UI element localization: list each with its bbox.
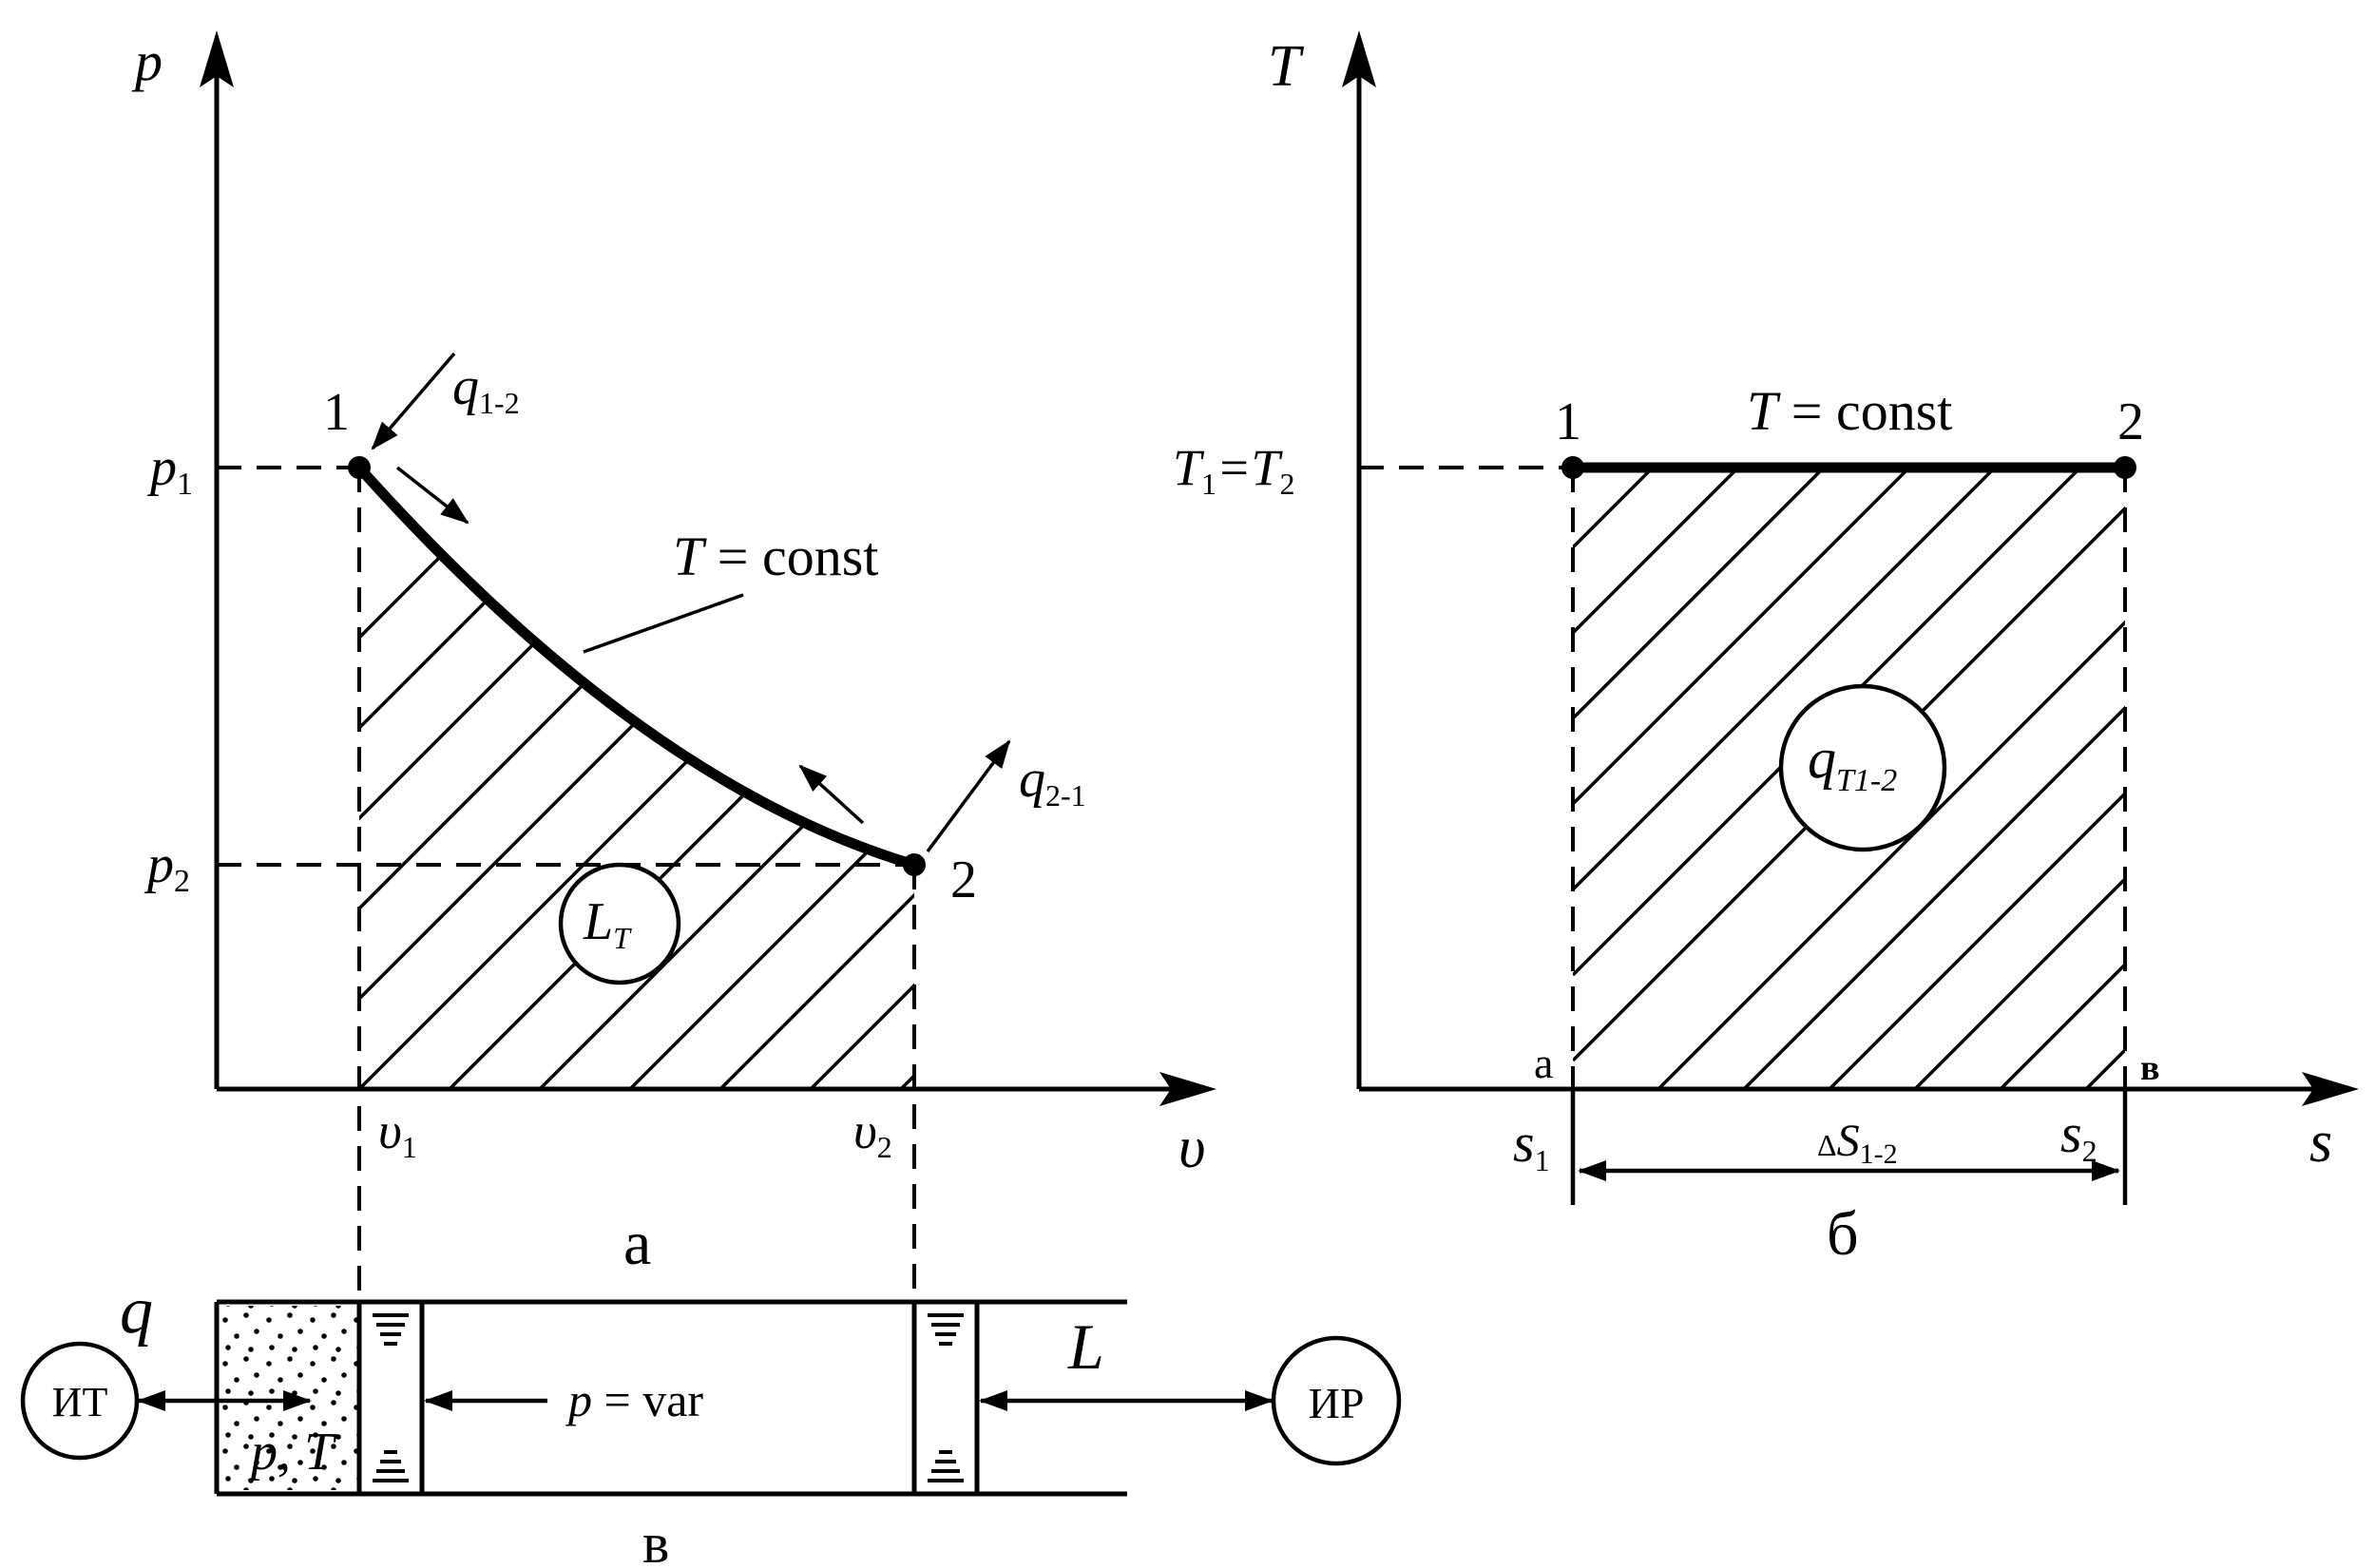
heat-label: q bbox=[120, 1274, 153, 1348]
ts-axis-label-T: T bbox=[1268, 34, 1305, 99]
pv-diagram: p υ p1 p2 υ1 υ2 1 2 bbox=[131, 30, 1216, 1302]
ts-x-axis-arrow-icon bbox=[2302, 1072, 2359, 1106]
corner-a-label: а bbox=[1534, 1039, 1553, 1087]
work-label: L bbox=[1067, 1310, 1104, 1383]
ts-heat-area-hatch bbox=[1573, 468, 2125, 1089]
ts-y-axis-arrow-icon bbox=[1342, 30, 1376, 87]
ts-point-1-label: 1 bbox=[1555, 392, 1581, 451]
p1-label: p1 bbox=[146, 438, 193, 502]
pv-y-axis-arrow-icon bbox=[200, 30, 234, 87]
pv-point-1-label: 1 bbox=[323, 383, 350, 442]
ts-axis-label-s: s bbox=[2309, 1110, 2332, 1175]
work-receiver-circle bbox=[1271, 1335, 1402, 1466]
work-area-circle bbox=[558, 862, 681, 985]
isotherm-label: T = const bbox=[673, 526, 878, 587]
ts-caption: б bbox=[1827, 1199, 1859, 1269]
pressure-label: p = var bbox=[565, 1373, 703, 1426]
heat-area-label: qT1-2 bbox=[1808, 727, 1897, 798]
pv-x-axis-arrow-icon bbox=[1159, 1072, 1216, 1106]
t-level-label: T1=T2 bbox=[1173, 439, 1295, 501]
v2-label: υ2 bbox=[853, 1102, 892, 1164]
pv-point-2-label: 2 bbox=[950, 851, 977, 909]
ts-diagram: T s T1=T2 1 2 bbox=[1173, 30, 2359, 1269]
piston-right bbox=[911, 1299, 980, 1497]
gas-state-label: p, T bbox=[247, 1423, 337, 1482]
p2-label: p2 bbox=[144, 835, 190, 899]
ts-isotherm-label: T = const bbox=[1747, 380, 1952, 442]
ts-point-2 bbox=[2114, 456, 2136, 479]
expansion-direction-arrow-icon bbox=[395, 466, 469, 525]
work-receiver-label: ИР bbox=[1309, 1379, 1365, 1427]
q21-arrow-icon bbox=[926, 739, 1011, 853]
compression-direction-arrow-icon bbox=[798, 764, 865, 825]
pv-axis-label-v: υ bbox=[1178, 1116, 1205, 1180]
q12-arrow-icon bbox=[371, 352, 456, 450]
isotherm-curve bbox=[354, 462, 920, 870]
cylinder-caption: в bbox=[642, 1512, 669, 1568]
pv-point-1 bbox=[348, 456, 371, 479]
piston-left bbox=[356, 1299, 425, 1497]
pv-work-area-hatch bbox=[359, 468, 914, 1089]
v1-label: υ1 bbox=[378, 1102, 417, 1164]
heat-area-circle bbox=[1778, 683, 1947, 852]
pv-point-2 bbox=[903, 853, 926, 876]
q21-label: q2-1 bbox=[1019, 750, 1086, 813]
q12-label: q1-2 bbox=[452, 357, 520, 420]
work-area-label: LT bbox=[583, 892, 632, 955]
s1-label: s1 bbox=[1513, 1112, 1550, 1177]
ts-point-1 bbox=[1561, 456, 1584, 479]
corner-b-label: в bbox=[2140, 1048, 2160, 1088]
heat-source-label: ИТ bbox=[52, 1379, 108, 1425]
delta-s-label: ΔS1-2 bbox=[1817, 1116, 1898, 1170]
s2-label: s2 bbox=[2060, 1102, 2097, 1168]
pv-axis-label-p: p bbox=[131, 30, 163, 92]
pv-caption: а bbox=[623, 1209, 651, 1278]
ts-point-2-label: 2 bbox=[2117, 392, 2144, 451]
cylinder-diagram: q ИТ p, T p = var L ИР в bbox=[20, 1274, 1402, 1568]
isotherm-leader-line bbox=[583, 593, 744, 654]
